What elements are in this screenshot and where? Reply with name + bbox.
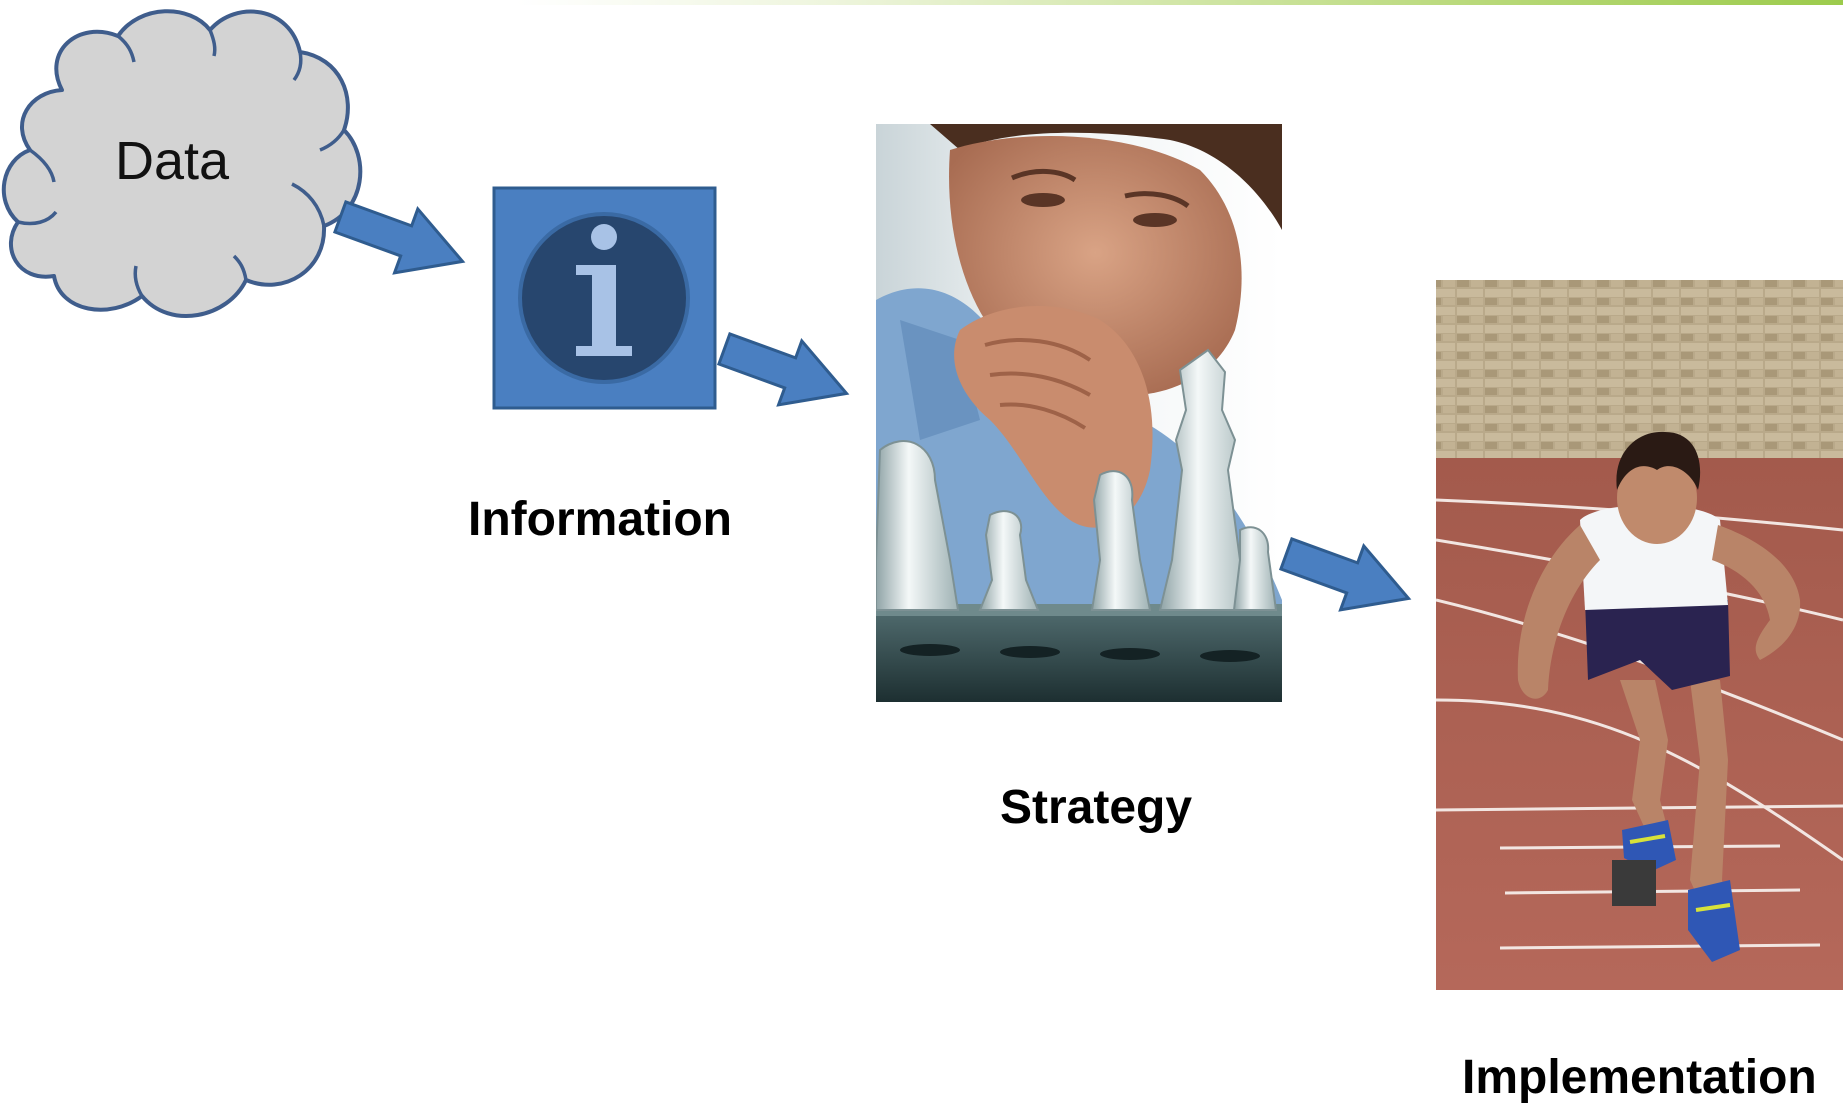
data-cloud	[1, 9, 363, 318]
strategy-label: Strategy	[1000, 781, 1193, 834]
implementation-label: Implementation	[1462, 1051, 1817, 1104]
top-accent-bar	[0, 0, 1843, 5]
right-arrow-icon	[332, 199, 466, 275]
information-label: Information	[468, 493, 732, 546]
sprinter-photo	[1436, 280, 1843, 990]
right-arrow-icon	[1278, 536, 1412, 612]
right-arrow-icon	[716, 331, 850, 407]
data-label: Data	[115, 131, 230, 191]
info-icon	[492, 186, 717, 410]
chess-player-photo	[876, 124, 1282, 702]
